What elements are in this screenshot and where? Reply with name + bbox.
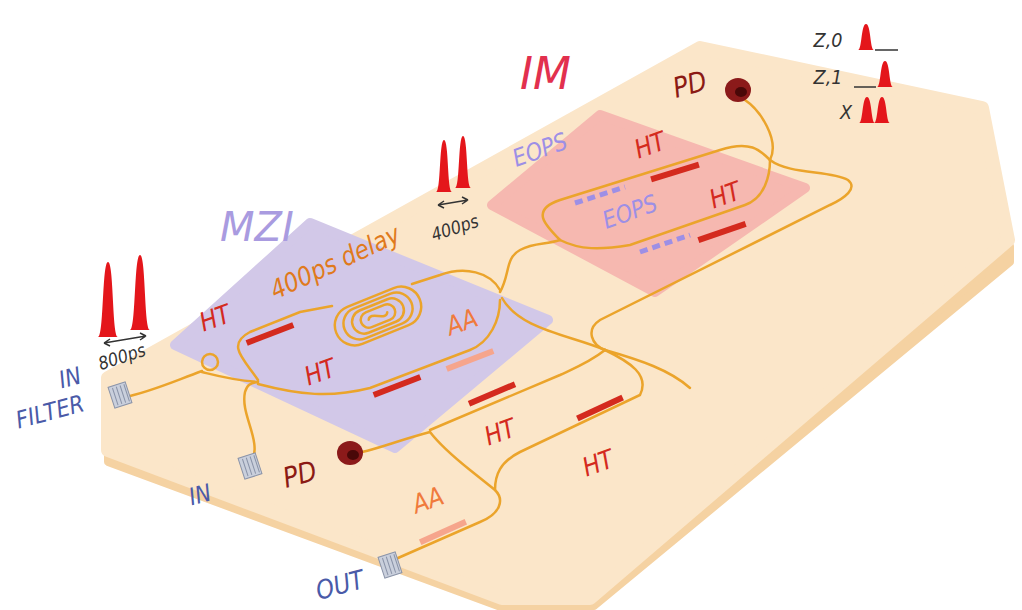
phase-shifter-label: EOPS: [510, 129, 571, 171]
waveguide: [398, 432, 500, 558]
absorber-bar: [419, 519, 467, 545]
timing-marks: [104, 50, 898, 346]
coupler-body: [108, 382, 132, 408]
pulse: [436, 140, 452, 192]
port-label: OUT: [313, 566, 367, 604]
heater-label: HT: [481, 414, 519, 449]
coupler-lines: [112, 384, 129, 405]
photodiode-core: [735, 87, 747, 97]
photodiode-label: PD: [280, 457, 320, 493]
region-title: IM: [520, 52, 571, 96]
heater-label: HT: [579, 445, 617, 480]
coupler-lines: [382, 554, 399, 575]
empty-slot: [854, 86, 876, 88]
photodiode-label: PD: [670, 67, 710, 103]
waveguide: [244, 382, 258, 462]
region-title: MZI: [220, 207, 294, 247]
heater-label: HT: [706, 177, 744, 212]
region-fill: [492, 115, 805, 292]
port-label: FILTER: [13, 391, 86, 432]
pulse: [130, 255, 150, 330]
pulse: [98, 262, 118, 337]
absorber-label: AA: [409, 482, 447, 517]
time-spacing: 800ps: [96, 341, 148, 373]
pulse: [877, 61, 893, 87]
pulse: [859, 97, 875, 123]
heater-label: HT: [301, 354, 339, 389]
heater-label: HT: [631, 127, 669, 162]
waveguide: [605, 350, 690, 388]
waveguide: [500, 240, 560, 292]
grating-coupler: [108, 382, 132, 408]
photodiode: [337, 441, 363, 465]
coupler-body: [238, 453, 262, 479]
photodiode: [725, 78, 751, 102]
basis-label: X: [840, 102, 852, 122]
pulse: [858, 24, 874, 50]
photodiode-core: [347, 450, 359, 460]
time-spacing: 400ps: [429, 212, 481, 244]
waveguide: [495, 350, 643, 490]
plate-top: [108, 48, 1008, 598]
waveguide: [745, 100, 773, 160]
basis-label: Z,0: [814, 30, 843, 50]
spacing-arrow: [438, 197, 468, 208]
port-label: IN: [186, 481, 213, 510]
waveguide: [125, 371, 202, 397]
grating-coupler: [238, 453, 262, 479]
heater-label: HT: [196, 300, 234, 335]
port-label: IN: [56, 364, 83, 393]
empty-slot: [875, 49, 898, 51]
waveguides: [125, 100, 852, 558]
coupler-lines: [242, 455, 259, 476]
absorber-label: AA: [443, 304, 481, 339]
grating-coupler: [378, 552, 402, 578]
pulse: [874, 97, 890, 123]
heater-bar: [576, 395, 624, 422]
im-region: IM: [488, 50, 818, 295]
pulse: [455, 136, 471, 188]
phase-shifter-label: EOPS: [600, 191, 661, 233]
pulses: [98, 24, 893, 337]
basis-label: Z,1: [814, 67, 843, 87]
coupler-body: [378, 552, 402, 578]
